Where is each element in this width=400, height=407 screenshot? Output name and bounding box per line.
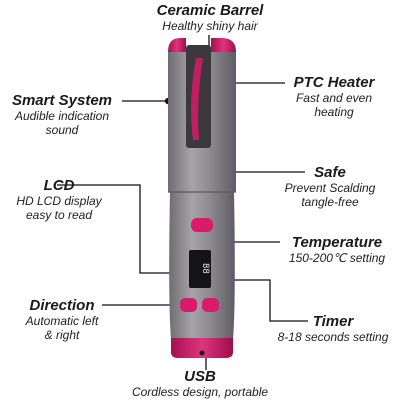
usb-base-ring xyxy=(171,338,233,358)
direction-right-button[interactable] xyxy=(202,298,219,312)
label-usb: USB Cordless design, portable xyxy=(110,368,290,399)
direction-title: Direction xyxy=(29,297,95,314)
direction-left-button[interactable] xyxy=(180,298,197,312)
ptc-heater-title: PTC Heater xyxy=(293,74,375,91)
ceramic-barrel-title: Ceramic Barrel xyxy=(156,2,264,19)
smart-system-title: Smart System xyxy=(11,92,113,109)
temperature-title: Temperature xyxy=(291,234,383,251)
timer-desc: 8-18 seconds setting xyxy=(277,330,389,344)
label-ptc-heater: PTC Heater Fast and even heating xyxy=(284,74,384,119)
ceramic-barrel-desc: Healthy shiny hair xyxy=(162,19,258,33)
direction-desc: Automatic left & right xyxy=(25,314,99,342)
label-ceramic-barrel: Ceramic Barrel Healthy shiny hair xyxy=(120,2,300,33)
power-button[interactable] xyxy=(191,218,213,232)
usb-desc: Cordless design, portable xyxy=(131,385,269,399)
usb-title: USB xyxy=(184,368,216,385)
label-direction: Direction Automatic left & right xyxy=(2,297,122,342)
label-safe: Safe Prevent Scalding tangle-free xyxy=(275,164,385,209)
timer-title: Timer xyxy=(312,313,354,330)
safe-desc: Prevent Scalding tangle-free xyxy=(284,181,376,209)
label-temperature: Temperature 150-200℃ setting xyxy=(278,234,396,265)
usb-port-icon xyxy=(199,350,205,356)
label-lcd: LCD HD LCD display easy to read xyxy=(4,177,114,222)
safe-title: Safe xyxy=(314,164,346,181)
lcd-desc: HD LCD display easy to read xyxy=(16,194,102,222)
ceramic-barrel-icon xyxy=(191,58,203,140)
lcd-readout: 88 xyxy=(200,262,210,274)
lcd-display xyxy=(189,250,211,288)
label-timer: Timer 8-18 seconds setting xyxy=(268,313,398,344)
lcd-title: LCD xyxy=(43,177,75,194)
temperature-desc: 150-200℃ setting xyxy=(288,251,386,265)
ptc-heater-desc: Fast and even heating xyxy=(295,91,373,119)
smart-system-desc: Audible indication sound xyxy=(14,109,110,137)
label-smart-system: Smart System Audible indication sound xyxy=(2,92,122,137)
